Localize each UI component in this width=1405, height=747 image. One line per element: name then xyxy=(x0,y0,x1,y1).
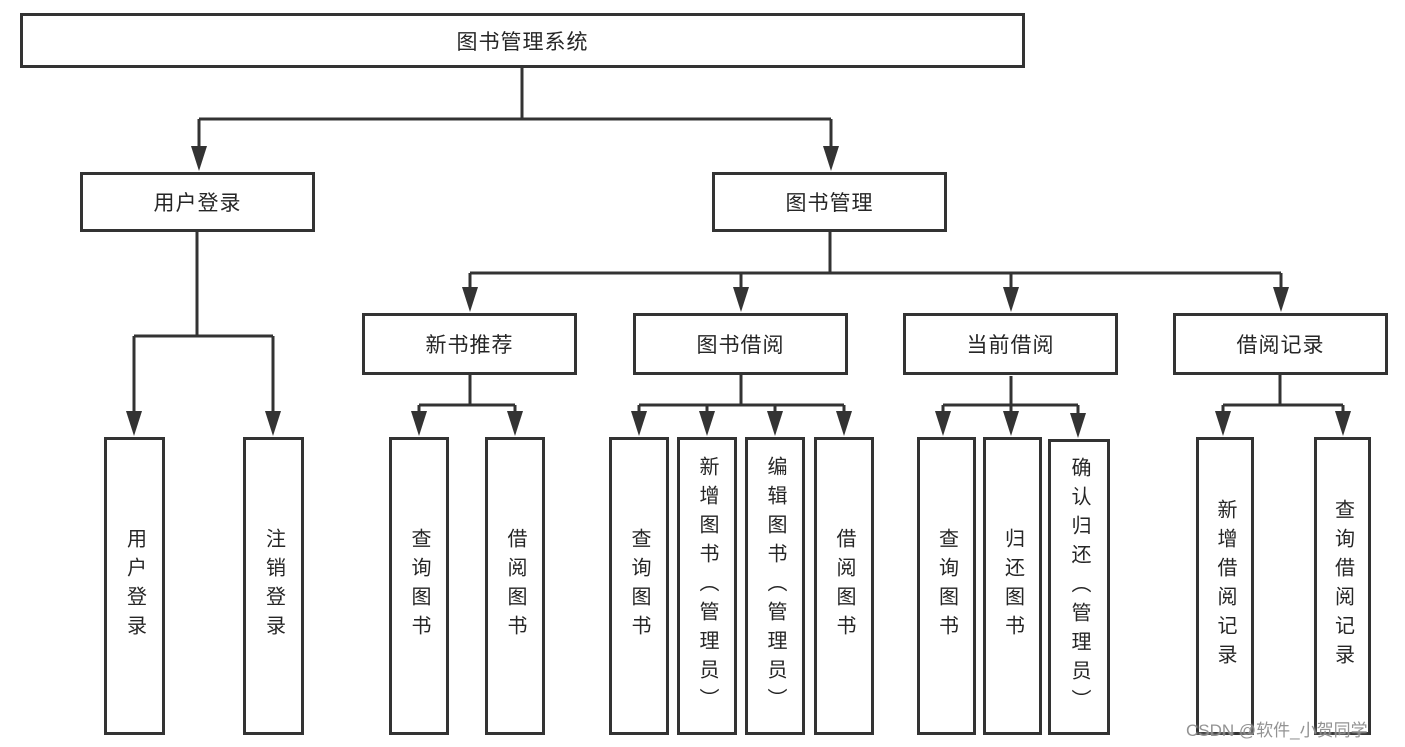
leaf-query-book-3: 查询图书 xyxy=(917,437,976,735)
node-book-management: 图书管理 xyxy=(712,172,947,232)
node-borrow-records: 借阅记录 xyxy=(1173,313,1388,375)
node-new-book-recommend: 新书推荐 xyxy=(362,313,577,375)
leaf-query-book-2-label: 查询图书 xyxy=(628,528,650,644)
leaf-borrow-book-2: 借阅图书 xyxy=(814,437,874,735)
leaf-query-borrow-record-label: 查询借阅记录 xyxy=(1331,499,1354,673)
leaf-edit-book-admin: 编辑图书（管理员） xyxy=(745,437,805,735)
watermark: CSDN @软件_小贺同学 xyxy=(1186,721,1368,740)
leaf-logout: 注销登录 xyxy=(243,437,304,735)
leaf-add-book-admin-label: 新增图书（管理员） xyxy=(696,455,718,717)
leaf-logout-label: 注销登录 xyxy=(262,528,285,644)
leaf-borrow-book-1: 借阅图书 xyxy=(485,437,545,735)
node-new-book-recommend-label: 新书推荐 xyxy=(425,334,514,357)
leaf-query-book-3-label: 查询图书 xyxy=(935,528,958,644)
leaf-add-book-admin: 新增图书（管理员） xyxy=(677,437,737,735)
leaf-user-login-label: 用户登录 xyxy=(123,528,146,644)
node-book-borrow-label: 图书借阅 xyxy=(696,334,785,357)
node-user-login: 用户登录 xyxy=(80,172,315,232)
leaf-add-borrow-record-label: 新增借阅记录 xyxy=(1214,499,1236,673)
leaf-edit-book-admin-label: 编辑图书（管理员） xyxy=(764,455,786,717)
node-borrow-records-label: 借阅记录 xyxy=(1236,334,1325,357)
leaf-user-login: 用户登录 xyxy=(104,437,165,735)
leaf-borrow-book-2-label: 借阅图书 xyxy=(833,528,855,644)
leaf-confirm-return-admin-label: 确认归还（管理员） xyxy=(1068,456,1090,718)
node-book-management-label: 图书管理 xyxy=(785,192,874,215)
node-current-borrow: 当前借阅 xyxy=(903,313,1118,375)
leaf-query-book-1-label: 查询图书 xyxy=(408,528,430,644)
node-user-login-label: 用户登录 xyxy=(153,192,242,215)
leaf-confirm-return-admin: 确认归还（管理员） xyxy=(1048,439,1110,735)
leaf-borrow-book-1-label: 借阅图书 xyxy=(504,528,526,644)
leaf-add-borrow-record: 新增借阅记录 xyxy=(1196,437,1254,735)
node-root: 图书管理系统 xyxy=(20,13,1025,68)
leaf-query-borrow-record: 查询借阅记录 xyxy=(1314,437,1371,735)
leaf-query-book-1: 查询图书 xyxy=(389,437,449,735)
leaf-return-book: 归还图书 xyxy=(983,437,1042,735)
node-book-borrow: 图书借阅 xyxy=(633,313,848,375)
leaf-query-book-2: 查询图书 xyxy=(609,437,669,735)
node-current-borrow-label: 当前借阅 xyxy=(966,334,1055,357)
leaf-return-book-label: 归还图书 xyxy=(1001,528,1024,644)
node-root-label: 图书管理系统 xyxy=(456,30,589,54)
